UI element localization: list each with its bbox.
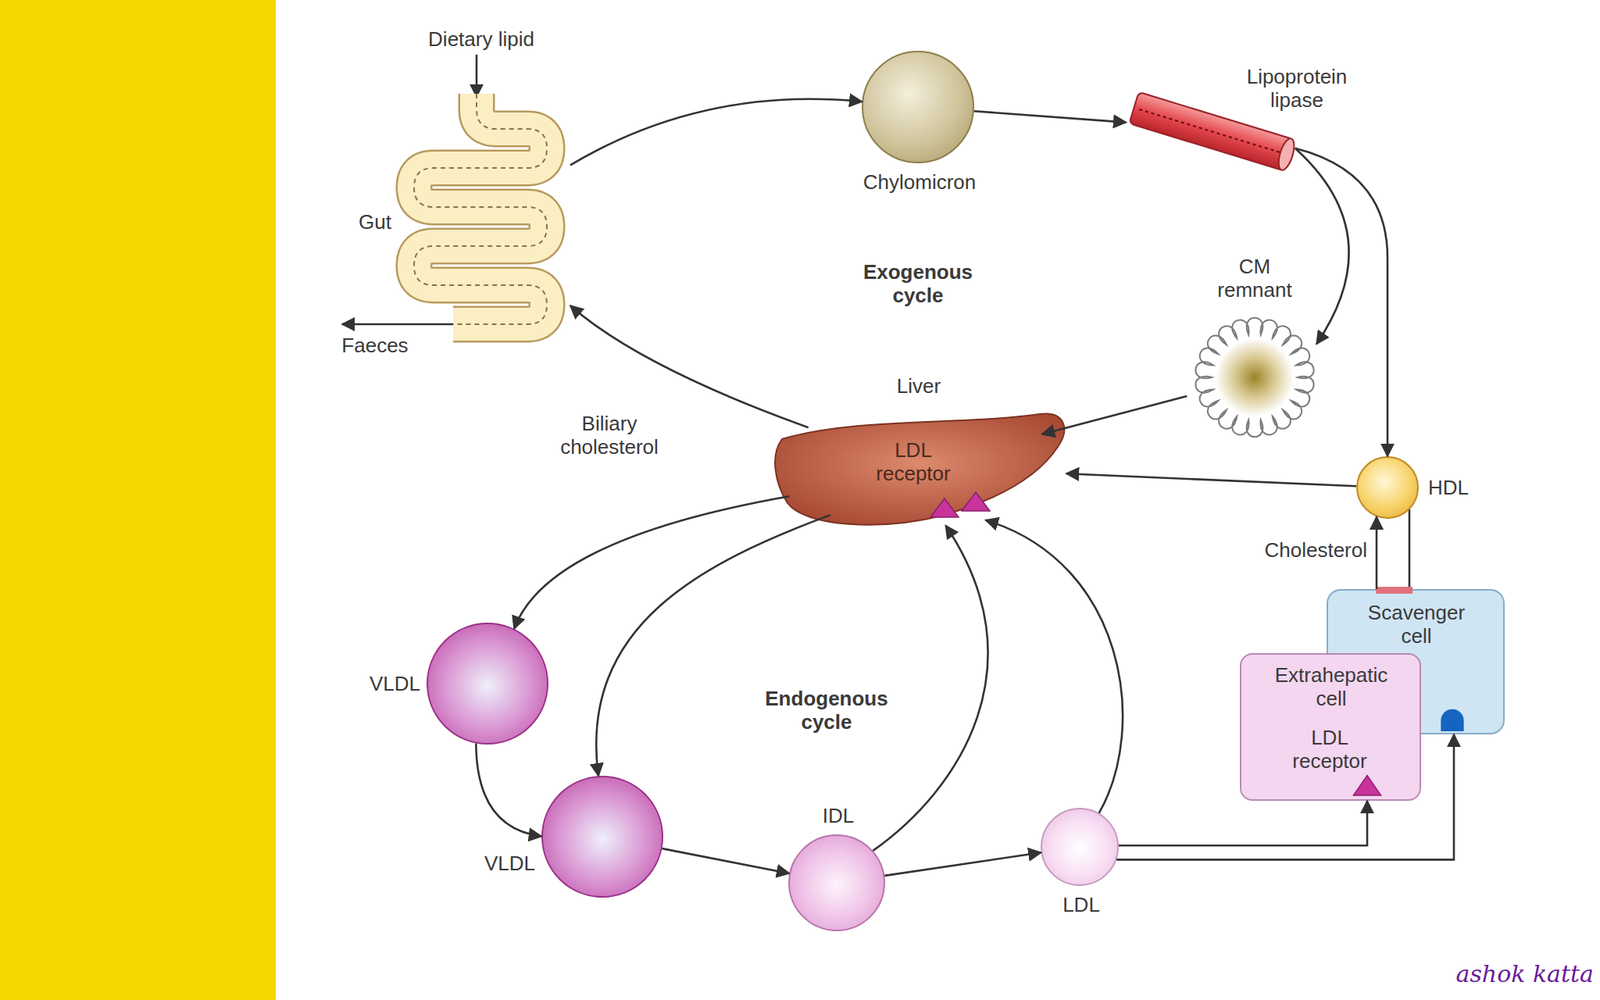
- flow-arrow: [985, 520, 1123, 814]
- flow-arrow: [1375, 517, 1379, 590]
- flow-arrow: [1066, 473, 1357, 486]
- receptor-triangle: [961, 492, 990, 511]
- node-label: Chylomicron: [802, 171, 1037, 195]
- membrane-receptor: [1375, 586, 1413, 594]
- flow-arrow: [1118, 800, 1368, 846]
- vldl-particle: VLDL: [541, 775, 664, 898]
- vessel-opening: [1275, 136, 1298, 172]
- receptor-triangle: [930, 498, 959, 518]
- flow-arrow: [570, 99, 862, 166]
- flow-arrow: [570, 305, 809, 428]
- flow-arrow: [1116, 734, 1454, 860]
- flow-arrow: [974, 110, 1127, 122]
- flow-arrow: [1042, 396, 1187, 435]
- flow-arrow: [1295, 148, 1388, 457]
- annotation-label: Dietary lipid: [403, 28, 560, 52]
- edge-label: Biliary cholesterol: [539, 412, 680, 460]
- node-text: LDL receptor: [862, 439, 965, 486]
- node-label: CM remnant: [1207, 255, 1302, 303]
- gut-centre-line: [414, 93, 547, 325]
- node-label: IDL: [799, 804, 878, 829]
- idl-particle: IDL: [788, 834, 886, 932]
- node-label: VLDL: [464, 852, 536, 876]
- remnant-core: [1215, 338, 1294, 417]
- side-band: [0, 0, 276, 1000]
- receptor-triangle: [1353, 775, 1381, 796]
- gut-lumen: [414, 93, 547, 325]
- remnant-particle: CM remnant: [1184, 307, 1325, 448]
- gut-wall: [414, 93, 547, 325]
- liver-outline: [775, 414, 1065, 525]
- gut-illustration: Gut: [367, 93, 571, 340]
- ldl-particle: LDL: [1040, 807, 1119, 886]
- node-text: LDL receptor: [1278, 726, 1381, 774]
- liver-organ: LiverLDL receptor: [770, 407, 1068, 527]
- node-label: Lipoprotein lipase: [1234, 65, 1360, 113]
- node-label: HDL: [1428, 476, 1491, 500]
- annotation-label: Faeces: [312, 334, 438, 358]
- flow-arrow: [475, 743, 542, 837]
- flow-arrow: [596, 514, 831, 776]
- remnant-drawing: [1184, 307, 1325, 448]
- flow-arrow: [884, 852, 1041, 876]
- cell-box: Extrahepatic cellLDL receptor: [1239, 653, 1422, 801]
- gut-drawing: [367, 93, 571, 340]
- excretion-arrow: [342, 323, 461, 326]
- flow-arrow: [662, 848, 790, 874]
- edge-label: Cholesterol: [1234, 539, 1368, 563]
- node-label: Gut: [351, 210, 399, 235]
- node-label: VLDL: [350, 672, 421, 697]
- node-label: Scavenger cell: [1357, 601, 1475, 649]
- return-line: [1408, 509, 1411, 591]
- flow-arrow: [514, 496, 790, 629]
- cycle-title: Endogenous cycle: [760, 687, 893, 735]
- vessel-wall: [1128, 92, 1293, 171]
- chylomicron-particle: Chylomicron: [861, 50, 975, 164]
- vessel-dots: [1139, 109, 1283, 154]
- intake-arrow: [475, 54, 479, 97]
- node-label: Extrahepatic cell: [1264, 664, 1398, 711]
- scavenger-receptor: [1440, 709, 1464, 732]
- node-label: Liver: [879, 375, 958, 399]
- hdl-particle: HDL: [1356, 456, 1419, 519]
- cycle-title: Exogenous cycle: [855, 260, 981, 308]
- node-label: LDL: [1042, 893, 1121, 918]
- vldl-particle: VLDL: [426, 622, 549, 745]
- watermark: ashok katta: [1429, 960, 1594, 989]
- blood-vessel: Lipoprotein lipase: [1125, 85, 1305, 172]
- flow-arrow: [1295, 148, 1350, 344]
- flow-arrow: [872, 525, 988, 851]
- remnant-frill: [1195, 317, 1314, 437]
